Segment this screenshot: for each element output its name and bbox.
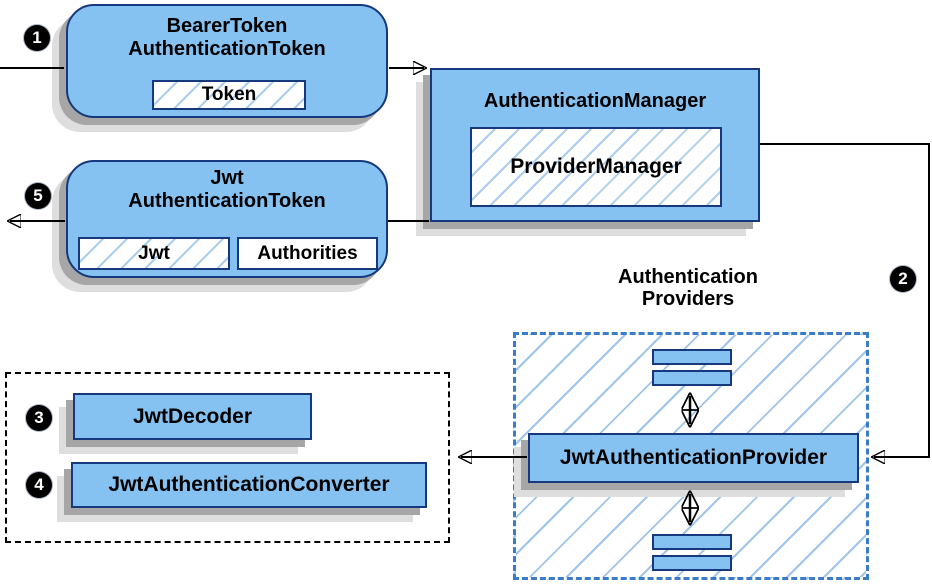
other-provider-bar bbox=[652, 349, 732, 365]
other-provider-bar bbox=[652, 370, 732, 386]
authentication-manager-node: AuthenticationManager ProviderManager bbox=[430, 68, 760, 222]
jwt-field: Jwt bbox=[78, 237, 230, 270]
providers-caption-line1: Authentication bbox=[618, 266, 758, 288]
jwt-token-title-line2: AuthenticationToken bbox=[128, 190, 326, 212]
step-2-badge: 2 bbox=[890, 266, 916, 292]
jwt-authentication-token-node: Jwt AuthenticationToken Jwt Authorities bbox=[66, 160, 388, 278]
provider-manager-field: ProviderManager bbox=[470, 127, 722, 207]
jwt-authentication-converter-node: JwtAuthenticationConverter bbox=[71, 462, 427, 508]
step-5-badge: 5 bbox=[25, 183, 51, 209]
bearer-token-authentication-token-node: BearerToken AuthenticationToken Token bbox=[66, 4, 388, 118]
authentication-providers-caption: Authentication Providers bbox=[568, 266, 808, 310]
step-3-badge: 3 bbox=[26, 405, 52, 431]
jwt-token-node-title: Jwt AuthenticationToken bbox=[68, 162, 386, 213]
token-field: Token bbox=[152, 80, 306, 110]
other-provider-bar bbox=[652, 534, 732, 550]
step-1-badge: 1 bbox=[24, 25, 50, 51]
jwt-token-title-line1: Jwt bbox=[210, 167, 244, 189]
jwt-authentication-provider-node: JwtAuthenticationProvider bbox=[528, 433, 859, 483]
bearer-token-title-line2: AuthenticationToken bbox=[128, 38, 326, 60]
jwt-helpers-group bbox=[5, 372, 450, 543]
bearer-token-node-title: BearerToken AuthenticationToken bbox=[68, 6, 386, 61]
step-4-badge: 4 bbox=[26, 472, 52, 498]
jwt-decoder-node: JwtDecoder bbox=[73, 393, 312, 440]
providers-caption-line2: Providers bbox=[641, 288, 735, 310]
authorities-field: Authorities bbox=[237, 237, 378, 270]
other-provider-bar bbox=[652, 555, 732, 571]
authentication-manager-title: AuthenticationManager bbox=[483, 90, 707, 112]
bearer-token-title-line1: BearerToken bbox=[166, 15, 288, 37]
